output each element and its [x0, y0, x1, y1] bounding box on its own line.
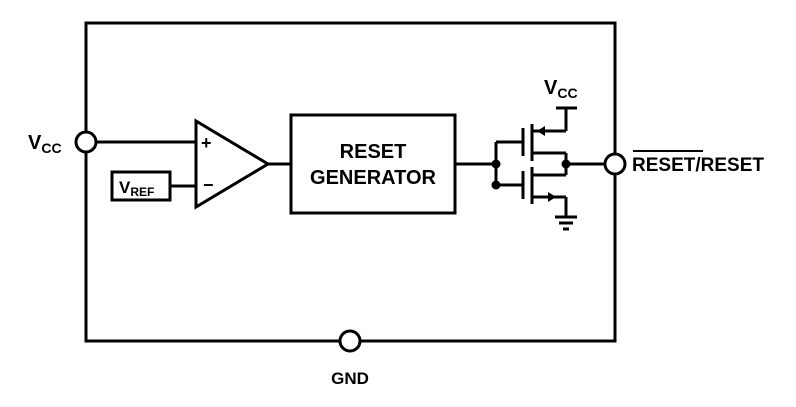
ground-icon: [555, 215, 577, 231]
output-stage: VCC: [491, 77, 578, 231]
nmos-arrow: [548, 192, 556, 202]
pmos-arrow: [537, 126, 545, 136]
reset-output-pin: RESET/RESET: [603, 150, 764, 176]
gate-junction-dot: [491, 159, 501, 169]
vcc-supply-label: VCC: [544, 77, 578, 101]
reset-generator-line1: RESET: [340, 141, 407, 163]
reset-output-label: RESET/RESET: [632, 155, 764, 176]
comparator: + −: [194, 118, 271, 210]
gnd-label: GND: [331, 369, 369, 388]
gnd-pin: GND: [331, 329, 369, 388]
vref-box: [110, 170, 172, 202]
vref-label: VREF: [119, 178, 154, 199]
vref-source: VREF: [110, 170, 172, 202]
reset-generator-box: [289, 113, 457, 215]
gnd-pin-circle: [338, 329, 362, 353]
comparator-plus-sign: +: [201, 133, 212, 153]
reset-generator-line2: GENERATOR: [310, 167, 436, 189]
comparator-minus-sign: −: [203, 175, 214, 195]
comparator-triangle: [194, 118, 271, 210]
vcc-input-label: VCC: [28, 132, 62, 156]
vcc-pin-circle: [74, 130, 98, 154]
reset-pin-circle: [603, 152, 627, 176]
vcc-input-pin: VCC: [28, 130, 98, 156]
reset-generator: RESET GENERATOR: [289, 113, 457, 215]
